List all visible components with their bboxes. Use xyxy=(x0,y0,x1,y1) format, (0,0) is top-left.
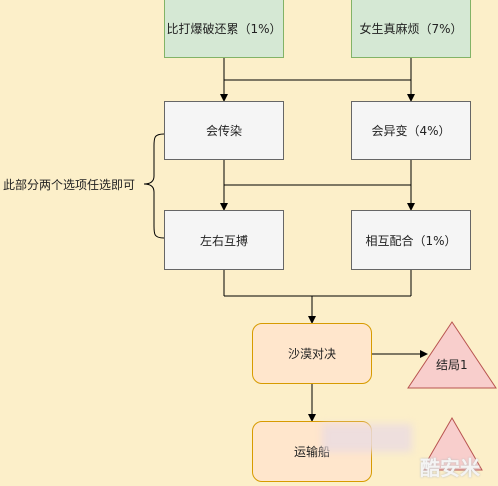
node-top-left: 比打爆破还累（1%） xyxy=(164,0,284,58)
node-desert-duel: 沙漠对决 xyxy=(252,323,372,384)
node-cooperate: 相互配合（1%） xyxy=(351,210,471,270)
watermark: 酷安米 xyxy=(420,456,480,480)
watermark-blur xyxy=(322,424,412,452)
node-transport-ship-label: 运输船 xyxy=(293,445,330,459)
node-fight-label: 左右互搏 xyxy=(199,233,248,248)
node-desert-duel-label: 沙漠对决 xyxy=(287,347,336,361)
ending2-triangle-partial xyxy=(421,416,483,471)
node-top-right: 女生真麻烦（7%） xyxy=(351,0,471,58)
ending1-label: 结局1 xyxy=(436,358,468,372)
option-brace xyxy=(143,133,165,239)
node-mutation: 会异变（4%） xyxy=(351,101,471,160)
node-contagion-label: 会传染 xyxy=(205,124,242,138)
node-cooperate-label: 相互配合（1%） xyxy=(365,233,457,248)
node-top-left-label: 比打爆破还累（1%） xyxy=(166,21,282,36)
node-top-right-label: 女生真麻烦（7%） xyxy=(359,21,463,36)
brace-note: 此部分两个选项任选即可 xyxy=(3,178,136,192)
node-mutation-label: 会异变（4%） xyxy=(371,124,451,138)
node-contagion: 会传染 xyxy=(164,101,284,160)
node-fight: 左右互搏 xyxy=(164,210,284,270)
ending1-triangle xyxy=(407,321,497,389)
